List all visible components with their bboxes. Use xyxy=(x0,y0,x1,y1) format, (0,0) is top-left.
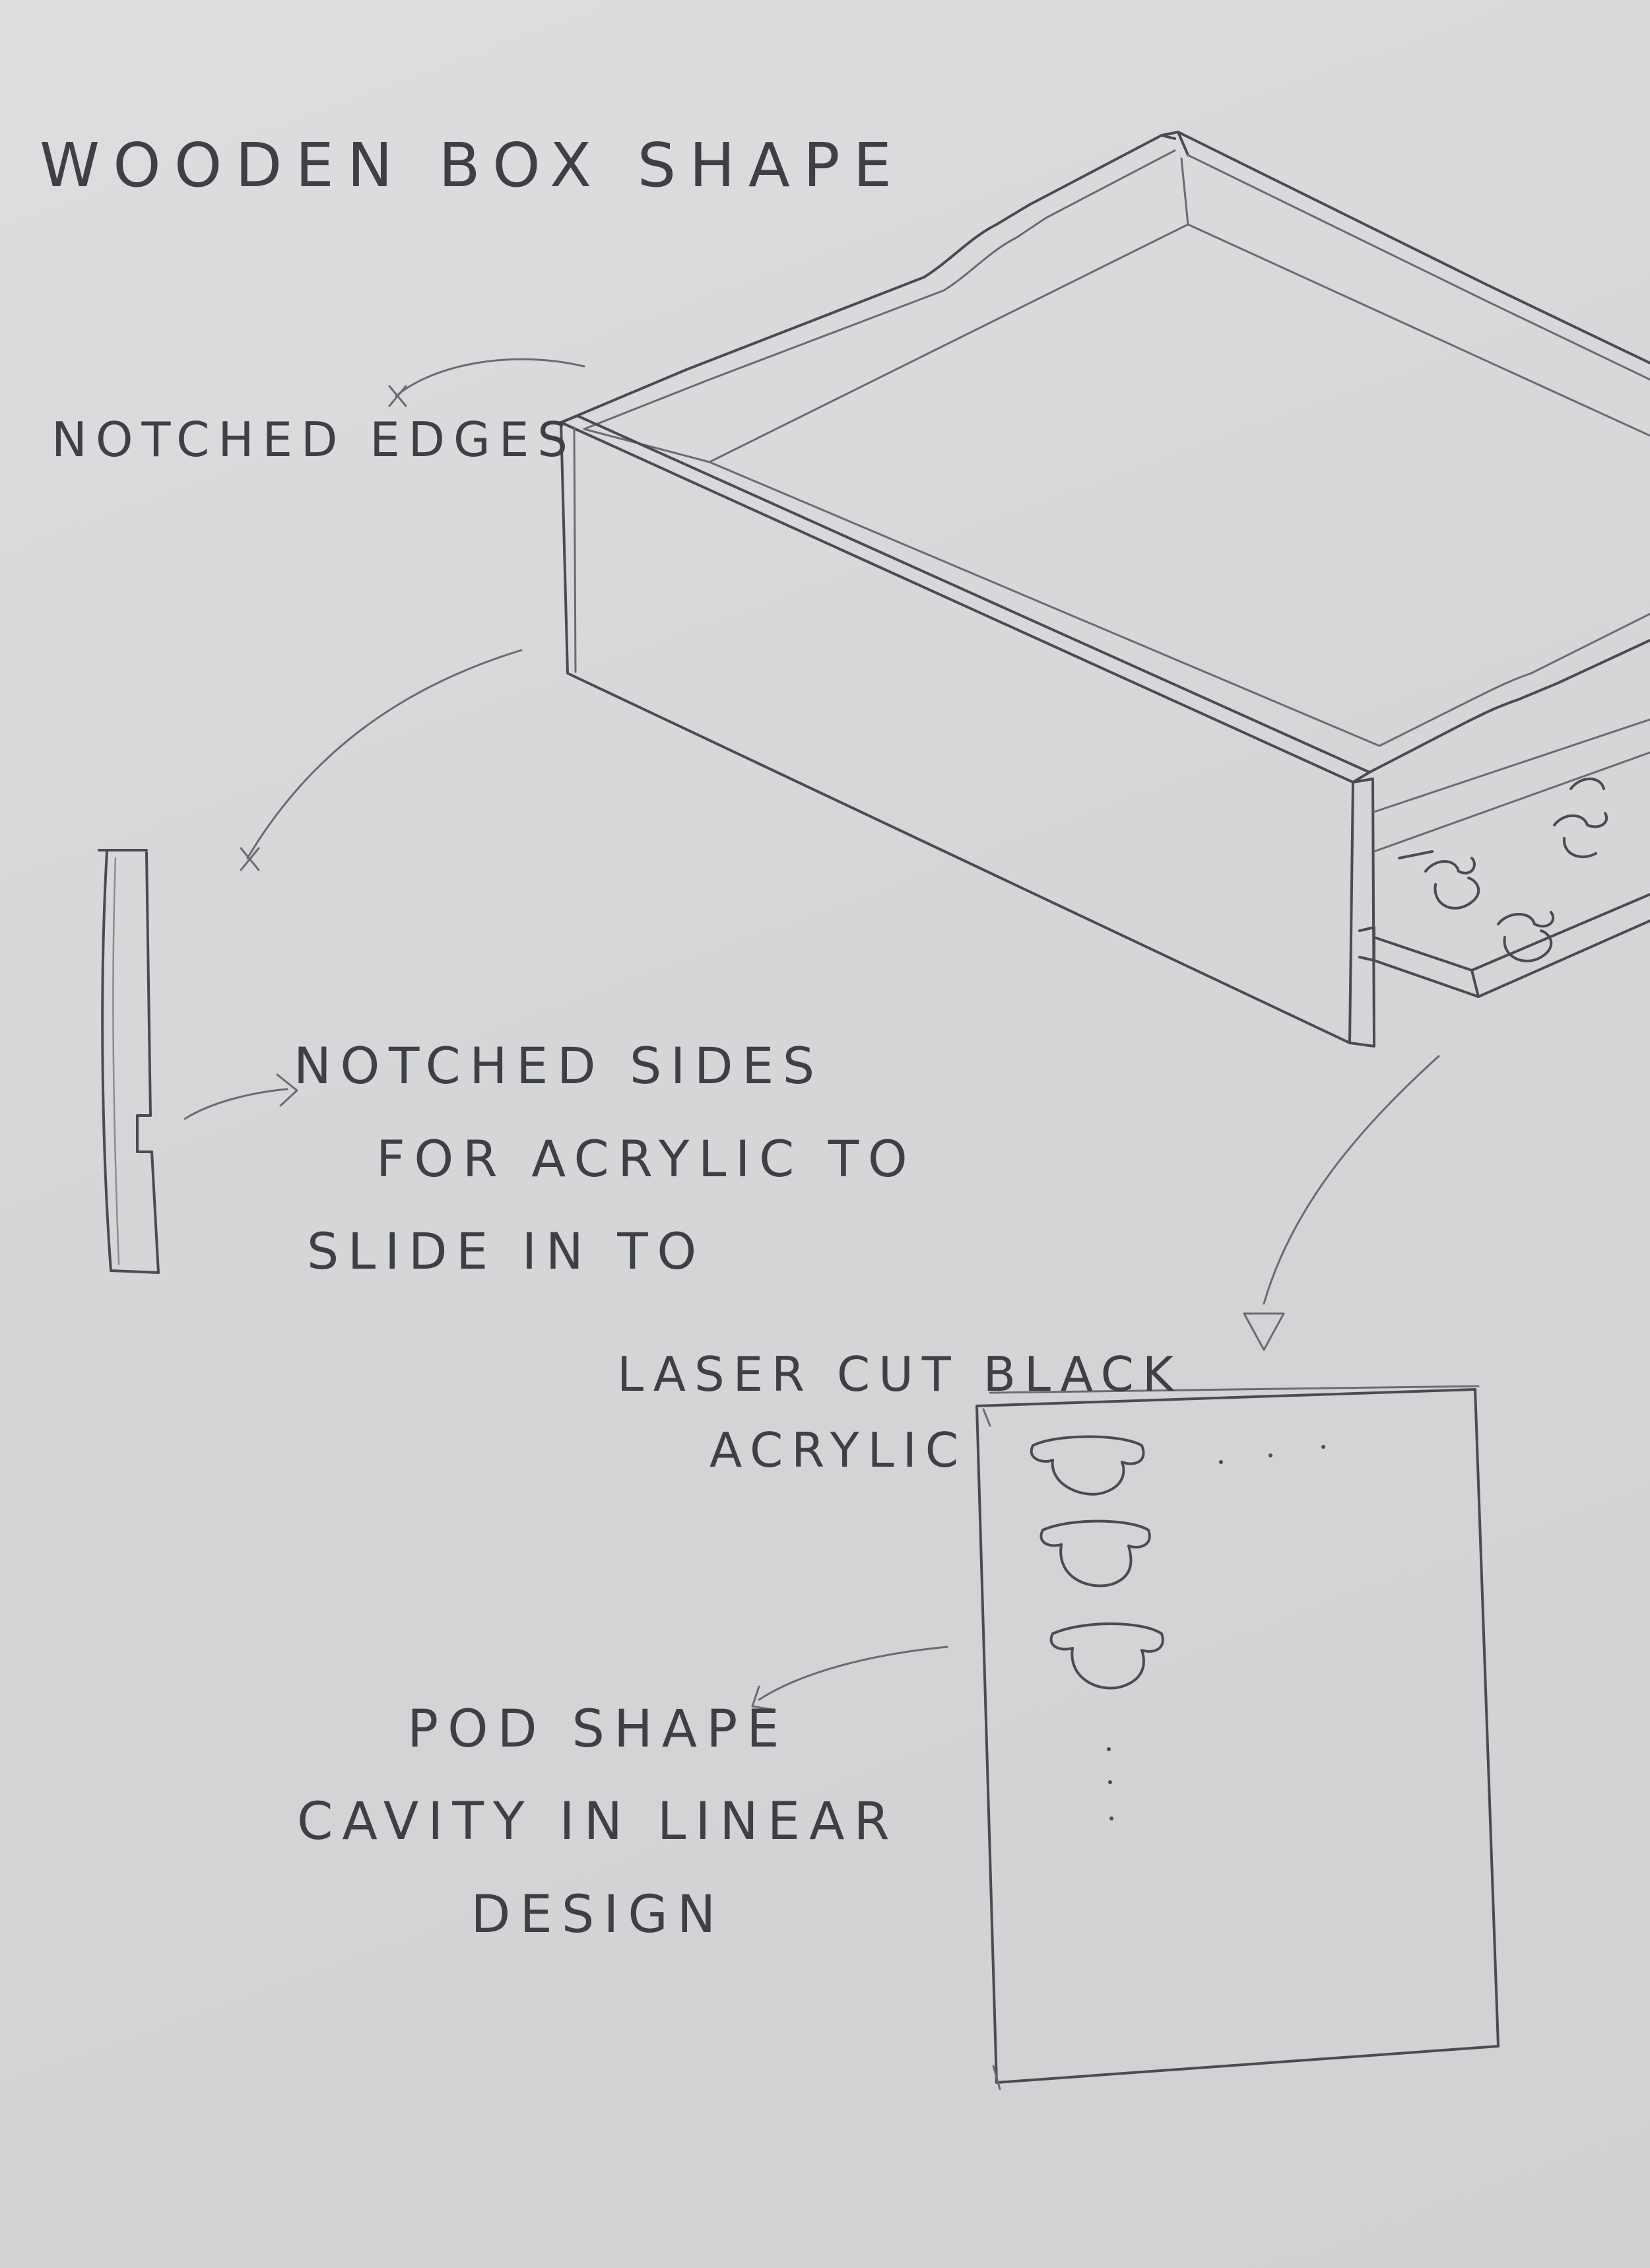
notched-edges-label: NOTCHED EDGES xyxy=(51,412,576,467)
laser-cut-line-1: LASER CUT BLACK xyxy=(617,1347,1183,1402)
pod-shape-line-2: CAVITY IN LINEAR xyxy=(297,1792,899,1852)
notched-sides-line-1: NOTCHED SIDES xyxy=(294,1036,824,1095)
notched-sides-label: NOTCHED SIDES FOR ACRYLIC TO SLIDE IN TO xyxy=(294,1020,916,1298)
notched-side-drawing xyxy=(98,849,160,1274)
notched-sides-line-2: FOR ACRYLIC TO xyxy=(376,1129,917,1188)
notched-sides-line-3: SLIDE IN TO xyxy=(307,1222,706,1281)
laser-cut-label: LASER CUT BLACK ACRYLIC xyxy=(617,1337,1182,1488)
acrylic-panel-drawing xyxy=(975,1385,1500,2090)
wooden-box-drawing xyxy=(560,131,1650,1048)
sketch-title: WOODEN BOX SHAPE xyxy=(40,130,906,201)
pod-shape-line-1: POD SHAPE xyxy=(407,1700,789,1759)
laser-cut-line-2: ACRYLIC xyxy=(710,1422,968,1479)
annotation-arrows xyxy=(183,358,1440,1711)
pod-shape-line-3: DESIGN xyxy=(471,1884,725,1945)
pod-shape-label: POD SHAPE CAVITY IN LINEAR DESIGN xyxy=(297,1683,899,1961)
